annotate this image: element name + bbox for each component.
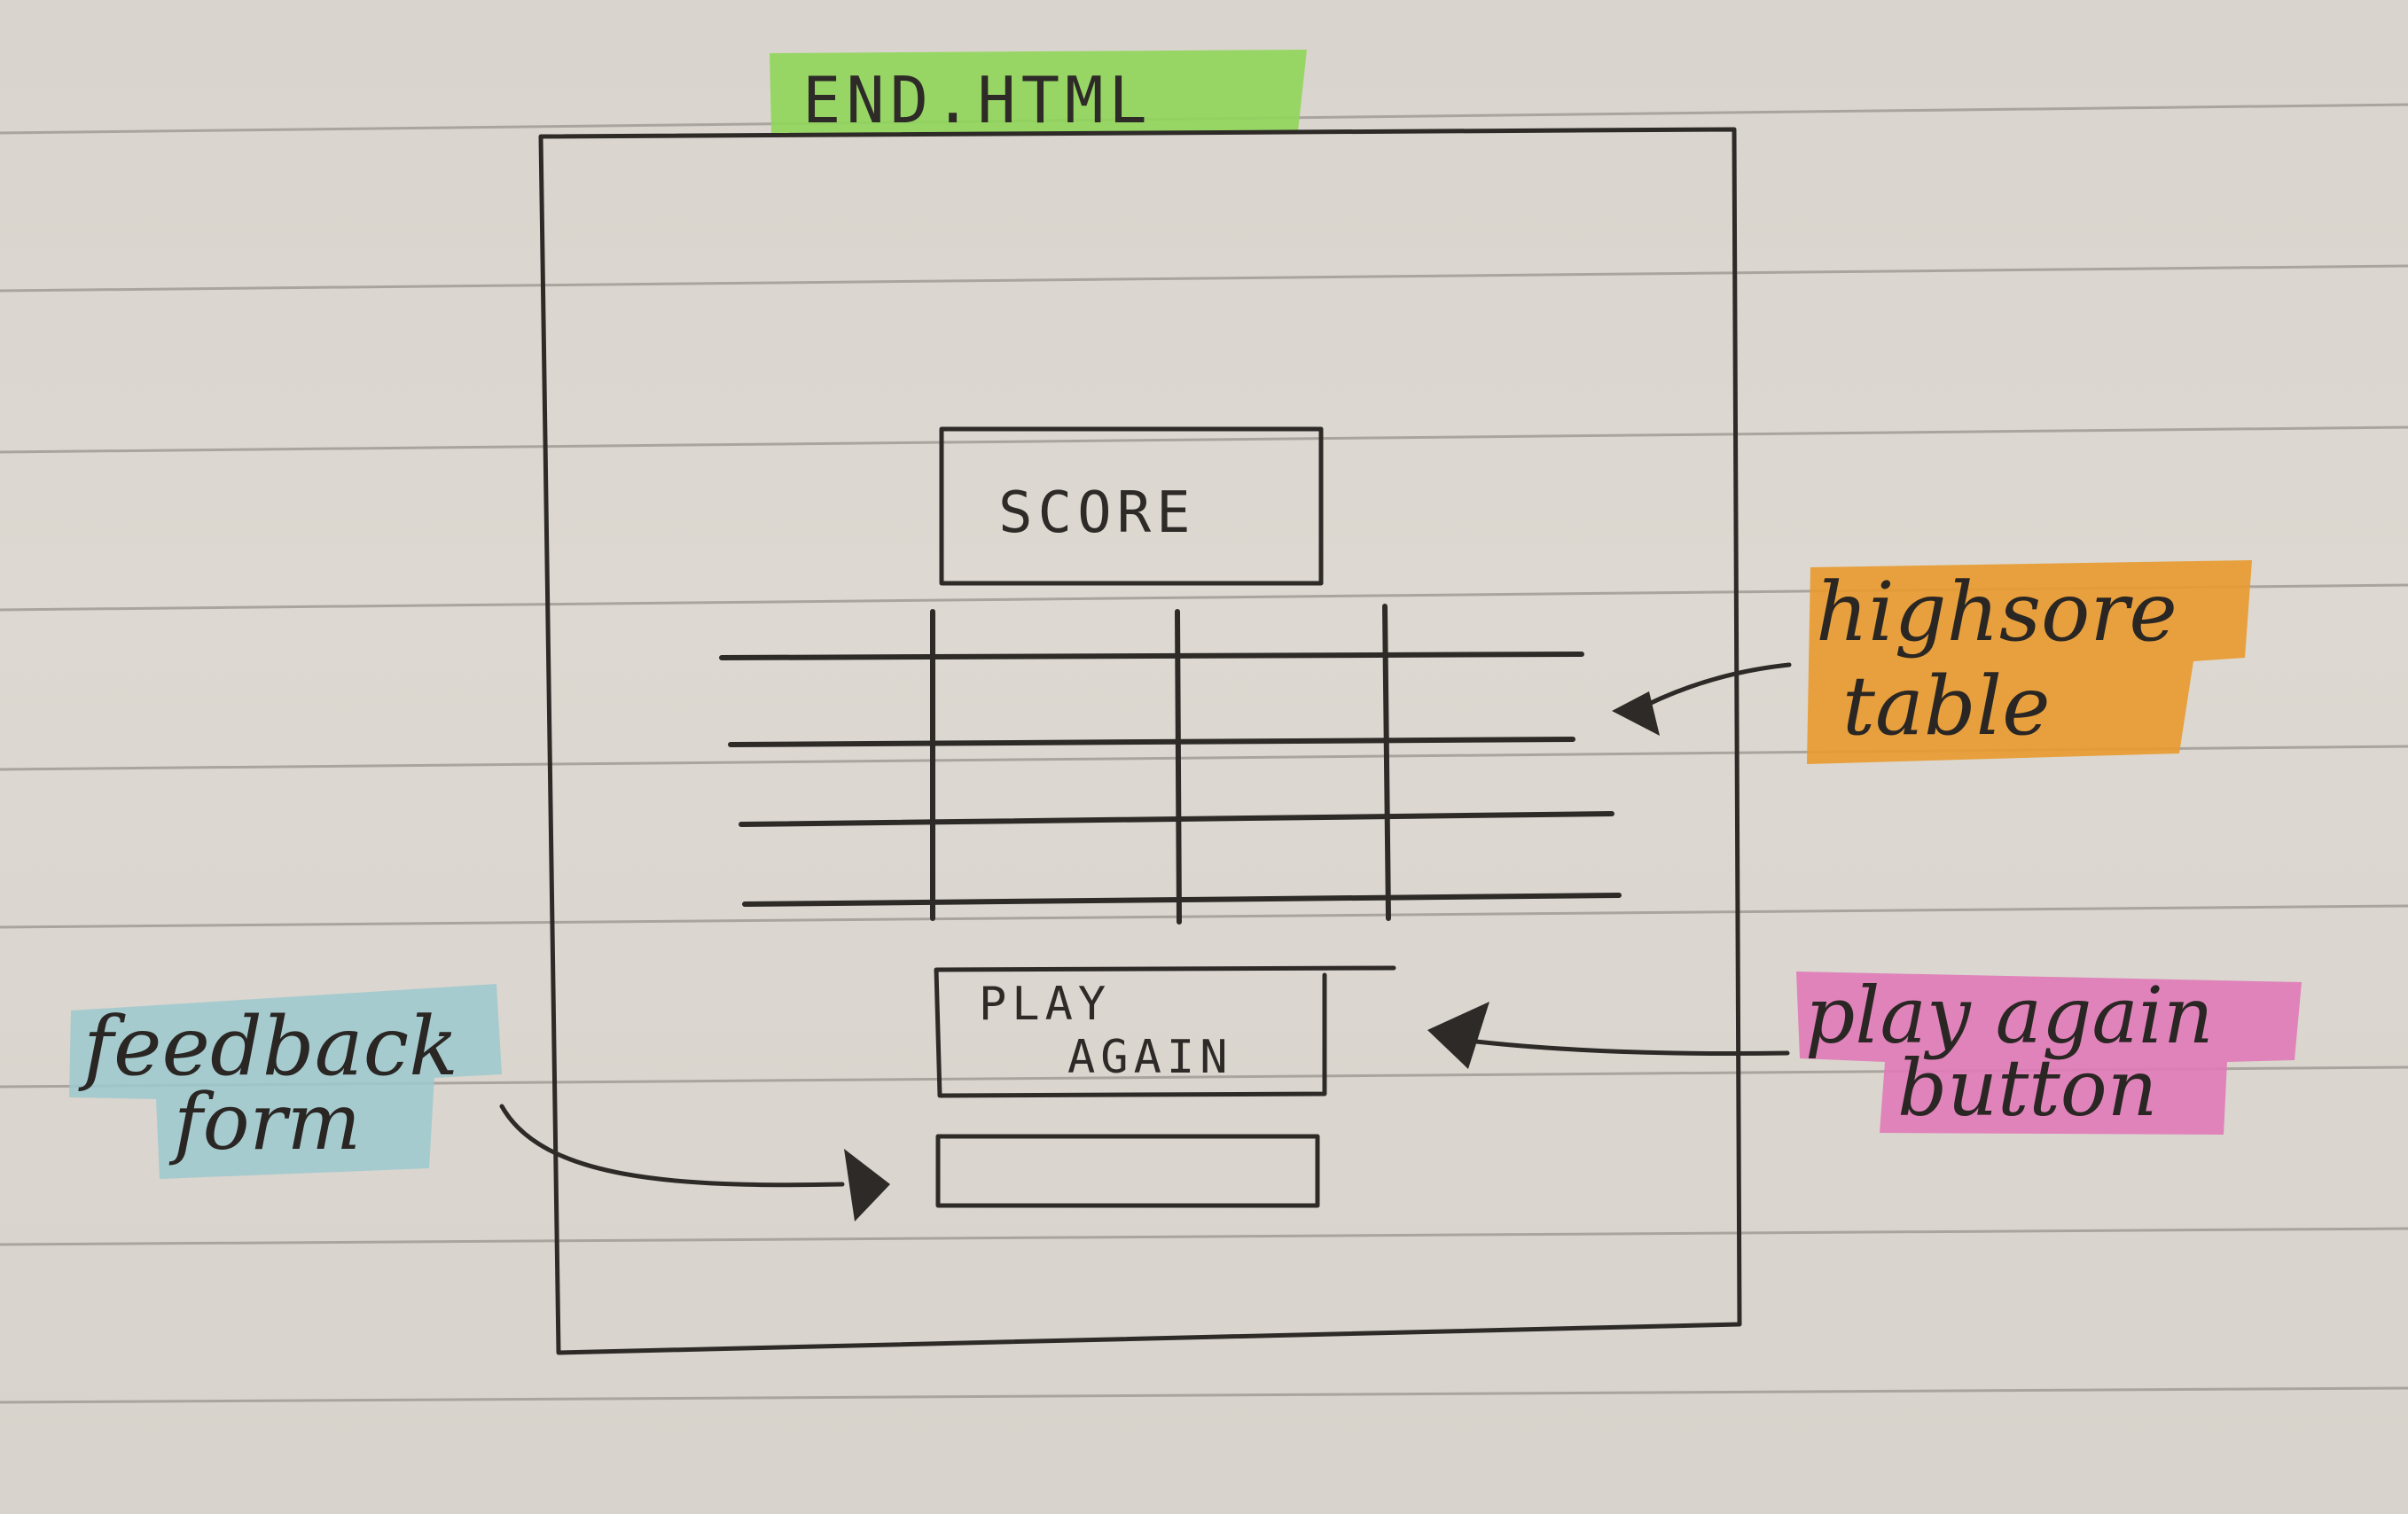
play-again-button-sketch <box>934 965 1396 1098</box>
play-again-highlight <box>1796 972 2302 1135</box>
play-again-arrow <box>1466 1038 1790 1056</box>
highscore-arrowhead <box>1612 691 1660 736</box>
page-label: END.HTML <box>802 63 1153 137</box>
feedback-annotation-line2: form <box>168 1076 361 1167</box>
table-column-line <box>1382 604 1391 921</box>
play-again-arrowhead <box>1427 1002 1489 1069</box>
feedback-arrowhead <box>844 1149 890 1221</box>
feedback-highlight <box>69 984 502 1179</box>
score-box <box>939 426 1324 586</box>
highscore-highlight <box>1807 560 2252 764</box>
page-frame <box>538 127 1742 1355</box>
highscore-annotation-line1: highsore <box>1816 565 2177 659</box>
highscore-arrow <box>1629 662 1792 715</box>
feedback-annotation-line1: feedback <box>78 999 458 1094</box>
play-again-label-line1: PLAY <box>979 978 1111 1031</box>
table-row-line <box>742 893 1622 907</box>
label-highlight <box>770 50 1307 133</box>
feedback-arrow <box>499 1104 845 1188</box>
score-label: SCORE <box>998 480 1196 546</box>
highscore-annotation-line2: table <box>1842 659 2051 753</box>
table-column-line <box>1175 609 1182 925</box>
highscore-table <box>719 604 1622 925</box>
table-row-line <box>728 737 1575 747</box>
play-again-annotation-line1: play again <box>1805 970 2214 1061</box>
play-again-annotation-line2: button <box>1897 1042 2157 1134</box>
table-row-line <box>719 652 1584 660</box>
feedback-form-field <box>935 1134 1320 1208</box>
play-again-label-line2: AGAIN <box>1067 1031 1233 1084</box>
